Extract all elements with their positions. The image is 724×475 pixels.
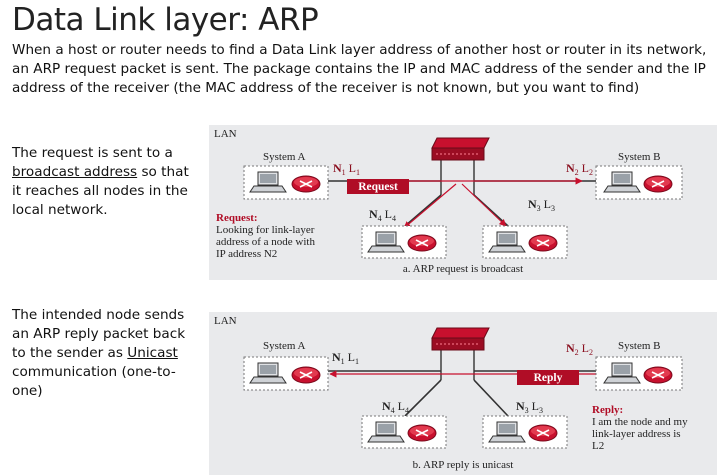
reply-text-start: The intended node sends an ARP reply pac… [12, 307, 186, 361]
unicast-link[interactable]: Unicast [127, 345, 178, 361]
diagram-a-lan-label: LAN [214, 128, 237, 140]
diagram-b-branch-left [404, 379, 442, 417]
diagram-a-arrow-to-n3 [461, 183, 507, 227]
intro-paragraph: When a host or router needs to find a Da… [12, 42, 707, 96]
page-title: Data Link layer: ARP [12, 2, 319, 38]
diagram-b-node-n3-nic-icon [528, 424, 558, 442]
diagram-a-switch [431, 137, 490, 161]
diagram-a-system-b-label: System B [618, 151, 660, 163]
diagram-b-lan-label: LAN [214, 315, 237, 327]
diagram-b-system-a-nic-icon [291, 366, 321, 384]
diagram-a-node-n4-nic-icon [407, 234, 437, 252]
diagram-a-request-packet [347, 179, 409, 194]
diagram-b-node-n4-nic-icon [407, 424, 437, 442]
diagram-a-request-note: Request: Looking for link-layer address … [216, 212, 318, 260]
diagram-a-arrow-to-n4 [403, 183, 457, 229]
diagram-b-caption: b. ARP reply is unicast [413, 459, 514, 471]
diagram-a-n1l1: N1 L1 [333, 161, 360, 177]
diagram-b: LAN System A N1 L1 Reply System B N2 L2 [209, 312, 717, 475]
diagram-a: LAN System A N1 L1 Request [209, 125, 717, 280]
request-explanation: The request is sent to a broadcast addre… [12, 144, 198, 220]
reply-text-end: communication (one-to-one) [12, 364, 176, 399]
diagram-a-system-a-label: System A [263, 151, 306, 163]
diagram-a-system-b-nic-icon [643, 175, 673, 193]
diagram-b-n3l3: N3 L3 [516, 399, 543, 415]
request-text-end: so that it reaches all nodes in the loca… [12, 164, 189, 218]
diagram-b-n4l4: N4 L4 [382, 399, 409, 415]
diagram-a-branch-left [404, 194, 442, 227]
diagram-b-reply-label: Reply [534, 372, 563, 384]
diagram-a-node-n3-nic-icon [528, 234, 558, 252]
diagram-a-system-a-nic-icon [291, 175, 321, 193]
diagram-a-n3l3: N3 L3 [528, 197, 555, 213]
broadcast-address-link[interactable]: broadcast address [12, 164, 138, 180]
diagram-b-reply-note: Reply: I am the node and my link-layer a… [592, 404, 690, 452]
diagram-b-n1l1: N1 L1 [332, 350, 359, 366]
diagram-b-n2l2: N2 L2 [566, 341, 593, 357]
diagram-b-reply-packet [517, 370, 579, 385]
diagram-a-n2l2: N2 L2 [566, 161, 593, 177]
diagram-b-branch-right [473, 379, 509, 417]
diagram-b-system-b-label: System B [618, 340, 660, 352]
request-text-start: The request is sent to a [12, 145, 173, 161]
diagram-b-system-a-label: System A [263, 340, 306, 352]
diagram-a-n4l4: N4 L4 [369, 207, 396, 223]
reply-explanation: The intended node sends an ARP reply pac… [12, 306, 198, 401]
diagram-a-request-label: Request [358, 181, 398, 193]
diagram-b-system-b-nic-icon [643, 366, 673, 384]
diagram-a-caption: a. ARP request is broadcast [403, 263, 523, 275]
diagram-b-switch [431, 327, 490, 351]
